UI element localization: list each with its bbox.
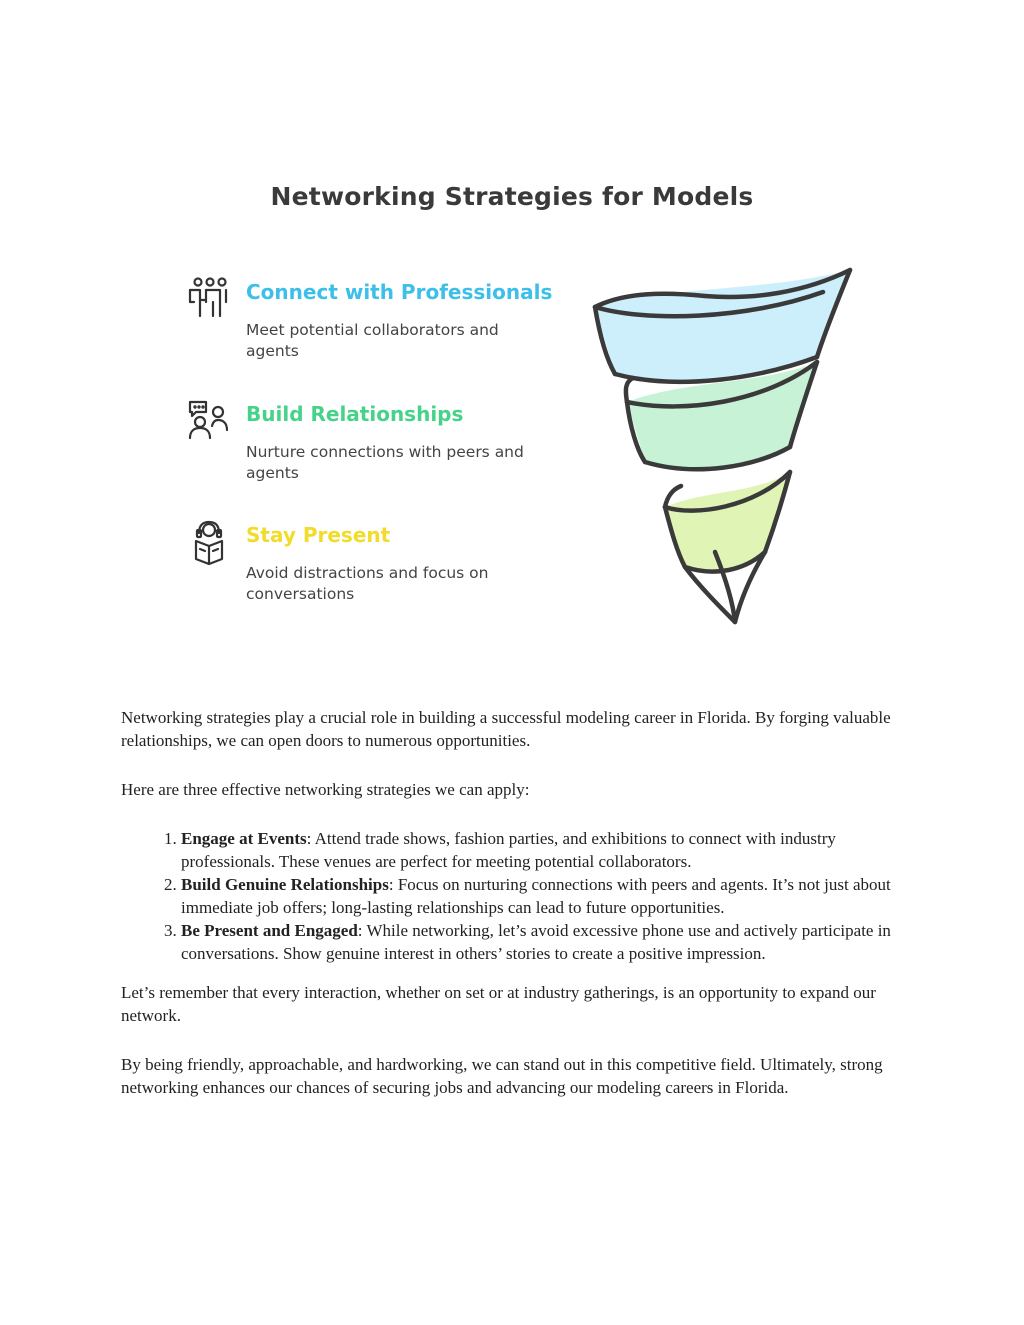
- list-intro-paragraph: Here are three effective networking stra…: [121, 780, 530, 799]
- list-item-term: Engage at Events: [181, 829, 307, 848]
- list-item: Be Present and Engaged: While networking…: [181, 919, 911, 965]
- infographic-title: Networking Strategies for Models: [270, 182, 754, 211]
- list-item-text: : While networking, let’s avoid excessiv…: [181, 921, 891, 963]
- spiral-funnel-illustration: [592, 267, 853, 625]
- funnel-band-top: [595, 270, 850, 380]
- list-item-term: Build Genuine Relationships: [181, 875, 389, 894]
- list-item-text: : Attend trade shows, fashion parties, a…: [181, 829, 836, 871]
- strategy-present-title: Stay Present: [246, 523, 391, 547]
- strategy-connect-title: Connect with Professionals: [246, 280, 553, 304]
- strategy-build-title: Build Relationships: [246, 402, 464, 426]
- strategy-connect-description: Meet potential collaborators and agents: [246, 321, 499, 360]
- person-reading-icon: [194, 520, 224, 565]
- strategy-present-description: Avoid distractions and focus on conversa…: [246, 564, 489, 603]
- infographic: Networking Strategies for Models Connect…: [188, 182, 853, 625]
- list-item: Engage at Events: Attend trade shows, fa…: [181, 827, 911, 873]
- paragraph-network: Let’s remember that every interaction, w…: [121, 983, 876, 1025]
- strategies-list: Engage at Events: Attend trade shows, fa…: [121, 827, 911, 965]
- strategy-build-description: Nurture connections with peers and agent…: [246, 443, 524, 482]
- list-item-text: : Focus on nurturing connections with pe…: [181, 875, 891, 917]
- document-body: Networking strategies play a crucial rol…: [121, 706, 911, 1125]
- intro-paragraph: Networking strategies play a crucial rol…: [121, 708, 891, 750]
- list-item: Build Genuine Relationships: Focus on nu…: [181, 873, 911, 919]
- paragraph-conclusion: By being friendly, approachable, and har…: [121, 1055, 883, 1097]
- people-meeting-icon: [188, 277, 228, 318]
- list-item-term: Be Present and Engaged: [181, 921, 358, 940]
- people-chat-icon: [188, 400, 229, 440]
